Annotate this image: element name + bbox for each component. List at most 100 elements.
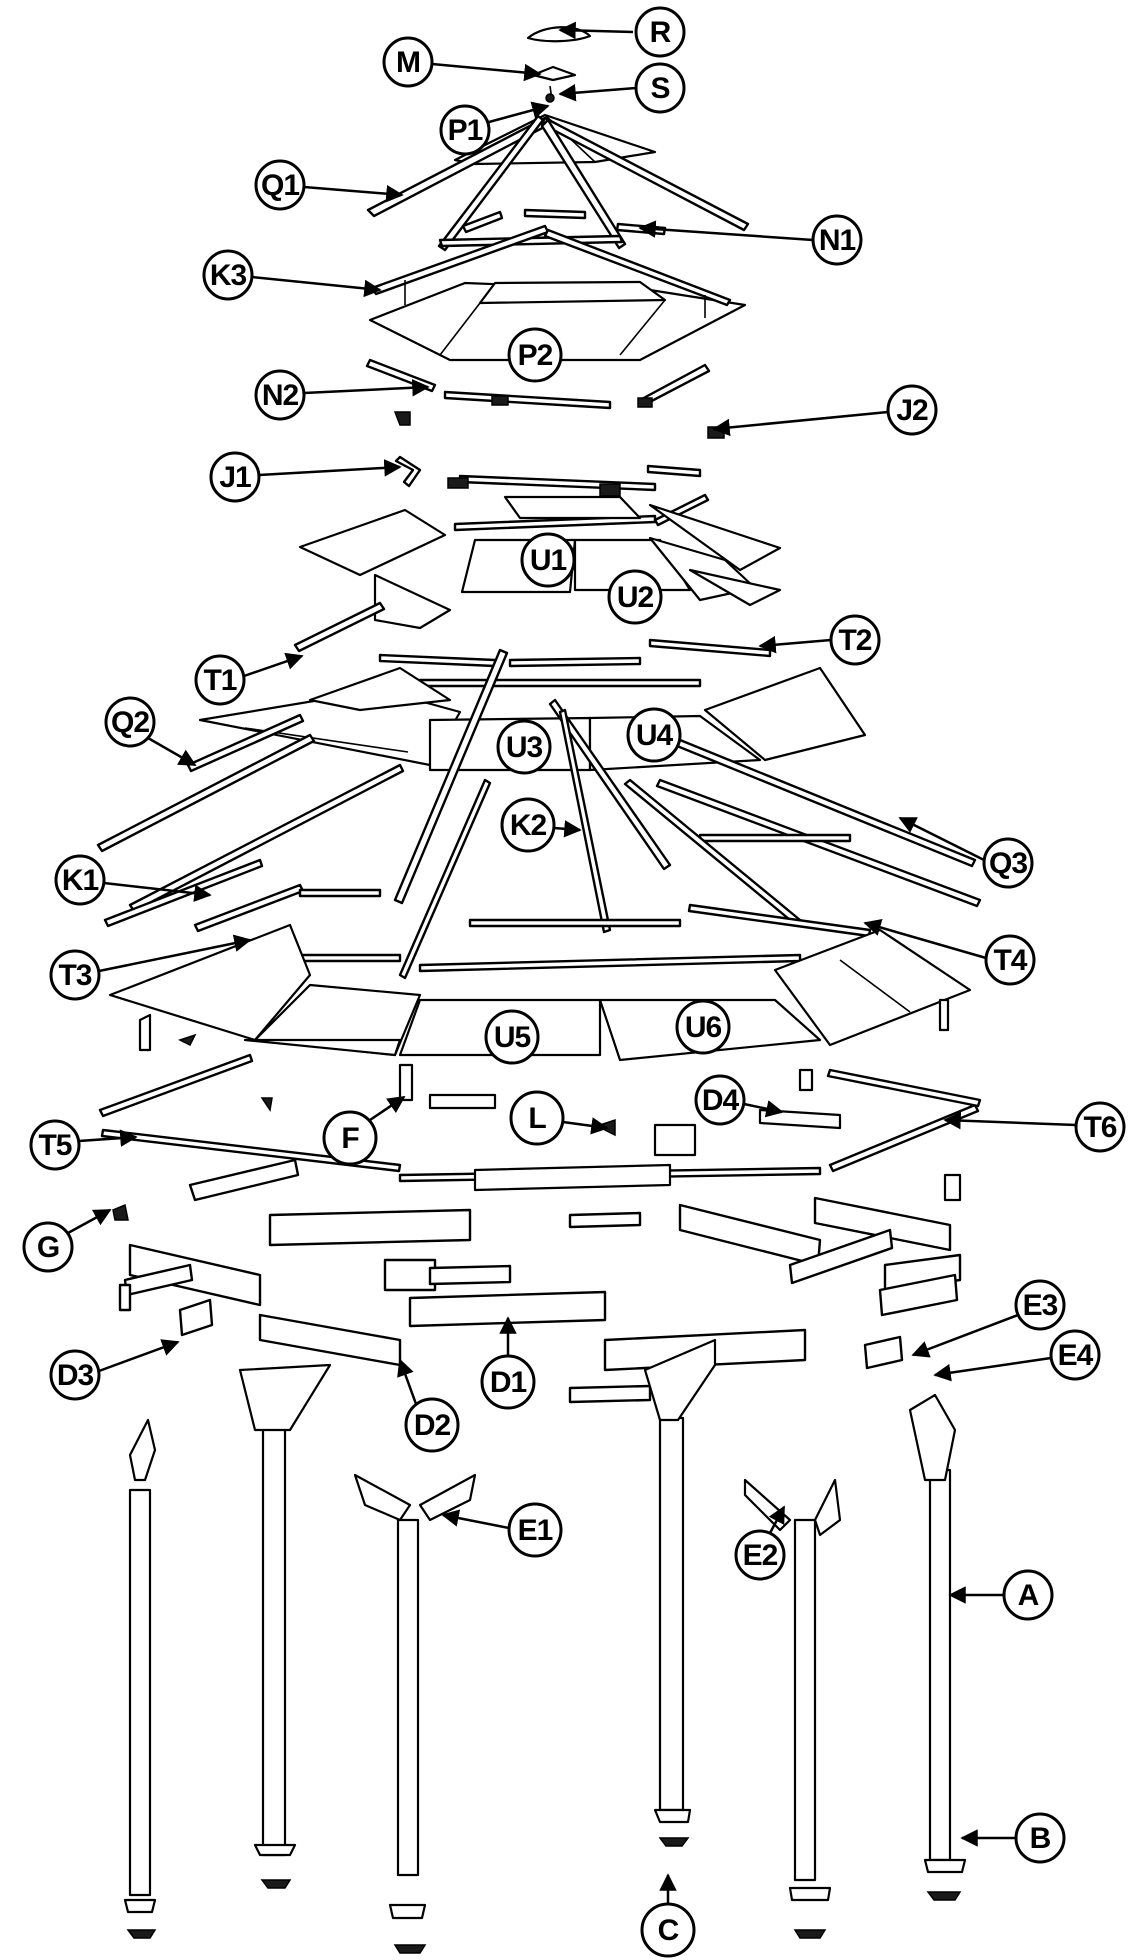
leader-line <box>303 184 404 203</box>
callout-m: M <box>382 36 542 88</box>
callout-circle <box>500 797 556 853</box>
callout-label: K2 <box>510 809 547 842</box>
leader-line <box>103 881 212 902</box>
leader-line <box>933 1356 1052 1382</box>
callout-q3: Q3 <box>898 816 1034 889</box>
callout-q2: Q2 <box>104 696 197 767</box>
bolt-s <box>545 85 555 103</box>
callout-circle <box>322 1110 378 1166</box>
callout-label: N1 <box>819 224 856 257</box>
callout-label: Q2 <box>111 706 149 739</box>
callout-label: B <box>1030 1822 1051 1855</box>
callout-circle <box>22 1221 74 1273</box>
callout-label: F <box>341 1122 359 1155</box>
ring-t5-t6 <box>98 1053 982 1192</box>
callout-label: Q1 <box>261 169 299 202</box>
leader-line <box>562 1117 609 1135</box>
callout-label: T1 <box>203 664 236 697</box>
callout-label: D4 <box>702 1084 740 1117</box>
callout-d4: D4 <box>694 1074 784 1126</box>
callout-label: T3 <box>58 959 91 992</box>
callout-l: L <box>509 1090 609 1146</box>
callout-t1: T1 <box>194 652 304 706</box>
callout-label: D1 <box>490 1366 527 1399</box>
callout-circle <box>382 36 434 88</box>
callout-circle <box>202 249 254 301</box>
callout-d1: D1 <box>480 1316 536 1410</box>
callout-label: D3 <box>57 1359 94 1392</box>
callout-circle <box>254 369 306 421</box>
callout-label: J2 <box>896 394 928 427</box>
callout-b: B <box>960 1812 1066 1864</box>
leader-line <box>67 1208 112 1235</box>
callout-circle <box>404 1397 460 1453</box>
main-radial-ribs <box>96 648 982 980</box>
callout-label: C <box>658 1914 679 1947</box>
small-parts-f-l-d4 <box>260 1093 842 1157</box>
callout-label: U6 <box>685 1011 722 1044</box>
leader-line <box>303 379 430 397</box>
main-beams <box>112 1158 962 1404</box>
leader-line <box>638 220 814 242</box>
callout-circle <box>520 532 576 588</box>
callout-circle <box>984 934 1036 986</box>
leader-line <box>488 101 550 124</box>
leader-line <box>98 934 252 973</box>
callout-label: E4 <box>1058 1339 1094 1372</box>
callout-label: E1 <box>518 1514 553 1547</box>
roof-brackets <box>138 998 950 1102</box>
callout-circle <box>694 1074 746 1126</box>
callout-label: D2 <box>414 1409 451 1442</box>
leader-line <box>258 459 402 477</box>
callout-label: S <box>650 72 669 105</box>
callout-label: E3 <box>1023 1289 1058 1322</box>
callout-circle <box>29 1119 81 1171</box>
leader-line <box>397 1358 418 1405</box>
callout-p1: P1 <box>439 101 550 156</box>
callout-n1: N1 <box>638 214 863 266</box>
callout-circle <box>1002 1569 1054 1621</box>
leader-line <box>147 736 197 767</box>
callout-circle <box>509 1090 565 1146</box>
callout-label: L <box>528 1102 546 1135</box>
callout-label: K1 <box>62 864 99 897</box>
callout-d3: D3 <box>49 1339 180 1401</box>
callout-label: E2 <box>743 1539 778 1572</box>
callout-k2: K2 <box>500 797 582 853</box>
callout-d2: D2 <box>397 1358 460 1453</box>
callout-s: S <box>558 62 686 114</box>
callout-circle <box>886 384 938 436</box>
leader-line <box>78 1129 138 1147</box>
callout-circle <box>675 999 731 1055</box>
callout-label: Q3 <box>989 847 1027 880</box>
leader-line <box>251 275 382 298</box>
callout-label: R <box>650 16 672 49</box>
callout-t6: T6 <box>943 1101 1126 1153</box>
callout-circle <box>49 949 101 1001</box>
callout-circle <box>734 1529 786 1581</box>
callout-label: U4 <box>636 719 674 752</box>
callout-circle <box>254 159 306 211</box>
post-brackets <box>128 1338 957 1537</box>
callout-e3: E3 <box>911 1279 1066 1358</box>
callout-circle <box>634 62 686 114</box>
roof-tier-u5-u6 <box>108 923 972 1062</box>
callout-circle <box>209 451 261 503</box>
leader-line <box>943 1111 1077 1130</box>
callout-u6: U6 <box>675 999 731 1055</box>
callout-label: J1 <box>219 461 251 494</box>
leader-line <box>911 1313 1019 1358</box>
callout-p2: P2 <box>507 327 563 383</box>
callout-label: P2 <box>518 339 553 372</box>
callout-label: M <box>396 46 420 79</box>
callout-circle <box>1074 1101 1126 1153</box>
callout-circle <box>49 1349 101 1401</box>
callout-c: C <box>640 1873 696 1958</box>
callout-label: P1 <box>448 114 483 147</box>
leader-line <box>898 816 985 862</box>
callout-label: U3 <box>506 731 543 764</box>
callout-k1: K1 <box>54 854 212 906</box>
callout-q1: Q1 <box>254 159 404 211</box>
top-ribs <box>366 114 750 252</box>
